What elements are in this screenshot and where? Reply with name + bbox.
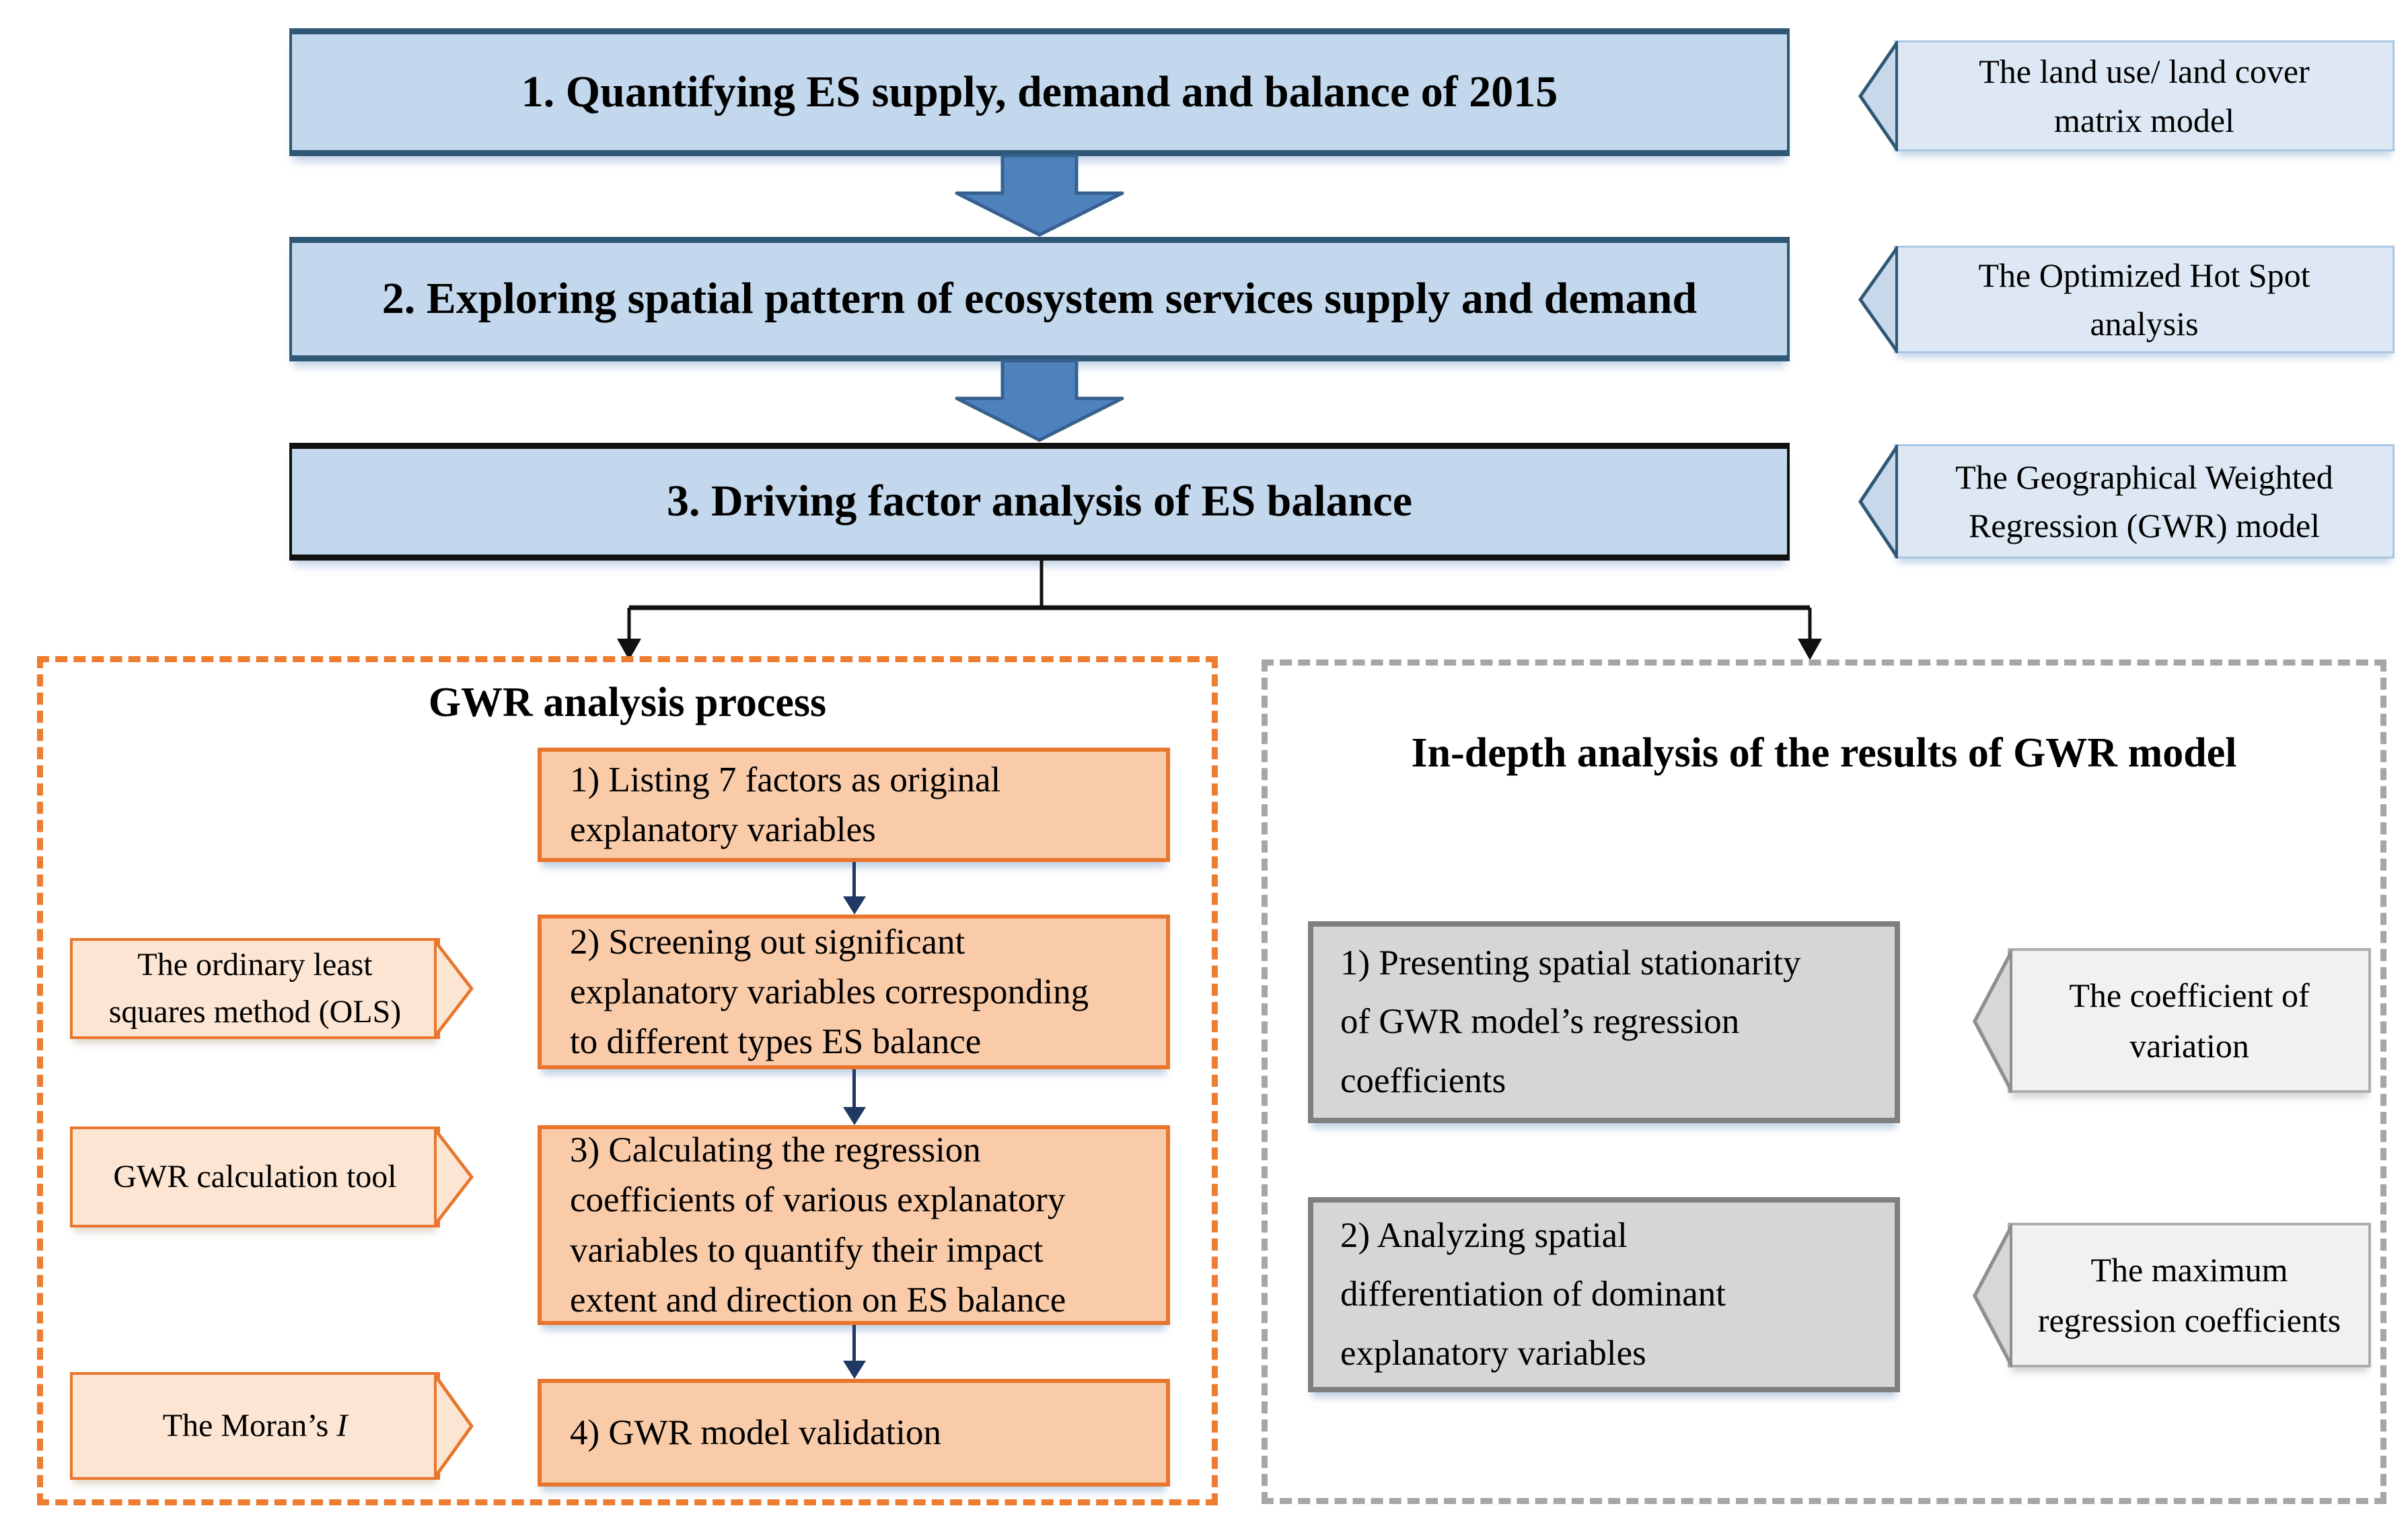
left-point-icon — [1972, 1224, 2012, 1368]
down-arrow-icon — [843, 896, 866, 915]
down-arrow-icon — [843, 1107, 866, 1125]
morans-symbol: I — [336, 1408, 348, 1444]
step-box-3: 3. Driving factor analysis of ES balance — [289, 443, 1790, 561]
step-box-1: 1. Quantifying ES supply, demand and bal… — [289, 28, 1790, 156]
indepth-analysis-group: In-depth analysis of the results of GWR … — [1262, 659, 2386, 1504]
left-point-icon — [1858, 41, 1898, 151]
down-block-arrow-1 — [955, 154, 1124, 237]
connector-line — [852, 862, 856, 897]
down-arrow-icon — [843, 1361, 866, 1379]
step-2-label: 2. Exploring spatial pattern of ecosyste… — [381, 274, 1698, 324]
tool-callout-text: GWR calculation tool — [113, 1159, 397, 1195]
gwr-step-4: 4) GWR model validation — [538, 1379, 1170, 1487]
step-1-label: 1. Quantifying ES supply, demand and bal… — [521, 67, 1558, 116]
branch-connector — [617, 561, 1822, 660]
indepth-title: In-depth analysis of the results of GWR … — [1411, 730, 2237, 776]
left-point-icon — [1858, 445, 1898, 559]
down-block-arrow-2 — [955, 359, 1124, 442]
step-3-label: 3. Driving factor analysis of ES balance — [667, 476, 1412, 526]
right-point-icon — [434, 1373, 474, 1479]
connector-line — [852, 1325, 856, 1361]
right-point-icon — [434, 939, 474, 1038]
gwr-process-group: GWR analysis process 1) Listing 7 factor… — [37, 656, 1218, 1505]
tool-callout-gwr-tool: GWR calculation tool — [70, 1127, 474, 1227]
connector-line — [852, 1069, 856, 1108]
gwr-step-4-text: 4) GWR model validation — [570, 1413, 941, 1452]
step-box-2: 2. Exploring spatial pattern of ecosyste… — [289, 237, 1790, 361]
left-point-icon — [1972, 950, 2012, 1094]
left-point-icon — [1858, 246, 1898, 353]
morans-label: The Moran’s — [162, 1408, 329, 1444]
gwr-process-title: GWR analysis process — [428, 680, 827, 725]
right-point-icon — [434, 1128, 474, 1227]
